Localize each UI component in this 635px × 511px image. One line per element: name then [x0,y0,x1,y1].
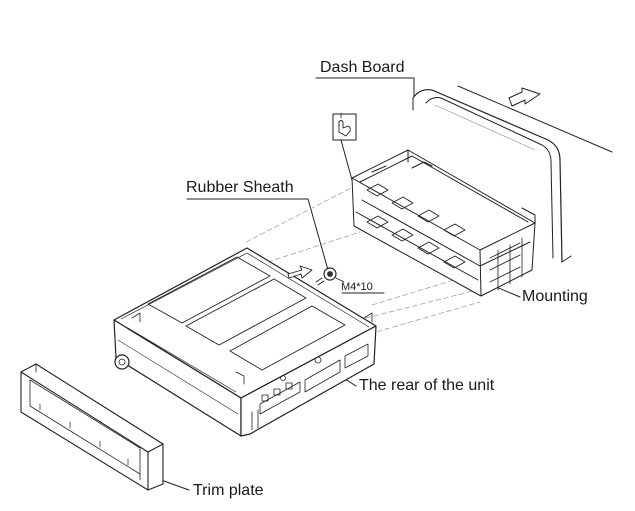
mounting-label: Mounting [522,288,588,305]
press-tab-icon [332,112,357,141]
rubber-sheath-leader [186,198,329,271]
alignment-lines [245,185,481,337]
rubber-sheath-screw [315,267,345,286]
rubber-sheath-label: Rubber Sheath [186,179,294,196]
rear-of-unit-label: The rear of the unit [359,377,495,394]
head-unit [113,247,377,437]
mounting-sleeve [351,149,536,297]
screw-label: M4*10 [341,281,373,293]
trim-plate-drawing [20,363,164,491]
dash-board [412,85,613,263]
dash-board-label: Dash Board [320,59,405,76]
dash-board-leader [315,77,415,97]
trim-plate-label: Trim plate [193,482,264,499]
hand-icon-leader [340,139,353,181]
